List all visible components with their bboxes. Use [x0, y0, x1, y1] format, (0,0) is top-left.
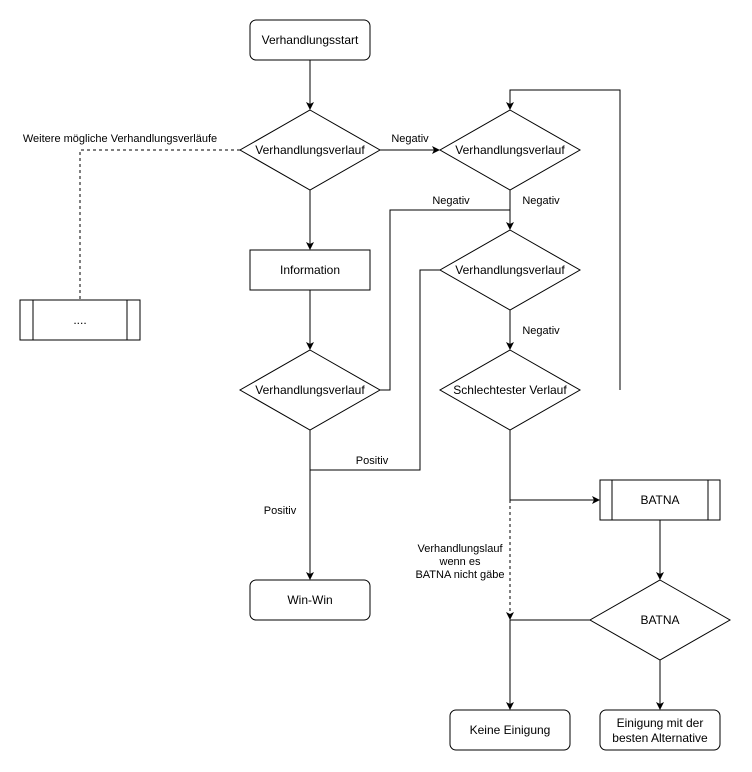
node-start[interactable]: Verhandlungsstart	[249, 19, 371, 61]
label-no-batna-1: Verhandlungslauf	[417, 543, 503, 555]
label-no-batna-2: wenn es	[439, 556, 481, 568]
node-decision4[interactable]: Verhandlungsverlauf	[238, 349, 382, 431]
node-other-paths[interactable]: ....	[19, 299, 141, 341]
edge-worst-loop	[506, 89, 621, 390]
label-negativ-2: Negativ	[432, 195, 470, 207]
node-decision2[interactable]: Verhandlungsverlauf	[438, 109, 582, 191]
node-decision2-label: Verhandlungsverlauf	[455, 143, 565, 157]
label-negativ-1: Negativ	[391, 133, 429, 145]
label-negativ-4: Negativ	[522, 325, 560, 337]
node-batna-decision-label: BATNA	[640, 613, 679, 627]
node-decision3[interactable]: Verhandlungsverlauf	[438, 229, 582, 311]
label-no-batna-3: BATNA nicht gäbe	[415, 569, 504, 581]
node-batna-process[interactable]: BATNA	[599, 479, 721, 521]
node-start-label: Verhandlungsstart	[262, 33, 359, 47]
edge-labels: Weitere mögliche Verhandlungsverläufe Ne…	[23, 133, 560, 581]
edge-worst-batna	[509, 430, 600, 504]
node-batna-decision[interactable]: BATNA	[588, 579, 732, 661]
node-decision1-label: Verhandlungsverlauf	[255, 143, 365, 157]
node-winwin[interactable]: Win-Win	[249, 579, 371, 621]
node-winwin-label: Win-Win	[287, 593, 332, 607]
node-decision1[interactable]: Verhandlungsverlauf	[238, 109, 382, 191]
node-best-alt-line1: Einigung mit der	[617, 716, 704, 730]
node-no-agreement[interactable]: Keine Einigung	[449, 709, 571, 751]
label-positiv-1: Positiv	[356, 455, 389, 467]
node-best-alternative[interactable]: Einigung mit der besten Alternative	[599, 709, 721, 751]
node-batna-process-label: BATNA	[640, 493, 679, 507]
edge-decision1-other	[79, 149, 240, 300]
edge-batna-no-agreement	[506, 619, 590, 710]
label-negativ-3: Negativ	[522, 195, 560, 207]
node-other-label: ....	[73, 313, 86, 327]
node-decision4-label: Verhandlungsverlauf	[255, 383, 365, 397]
node-decision3-label: Verhandlungsverlauf	[455, 263, 565, 277]
node-worst-label: Schlechtester Verlauf	[453, 383, 567, 397]
node-no-agreement-label: Keine Einigung	[470, 723, 551, 737]
node-best-alt-line2: besten Alternative	[612, 731, 708, 745]
edge-decision3-positive	[310, 269, 440, 471]
label-more-paths: Weitere mögliche Verhandlungsverläufe	[23, 133, 217, 145]
edge-decision4-negative	[380, 209, 510, 391]
node-information-label: Information	[280, 263, 340, 277]
node-information[interactable]: Information	[249, 249, 371, 291]
node-worst[interactable]: Schlechtester Verlauf	[438, 349, 582, 431]
edges	[79, 60, 664, 710]
label-positiv-2: Positiv	[264, 505, 297, 517]
